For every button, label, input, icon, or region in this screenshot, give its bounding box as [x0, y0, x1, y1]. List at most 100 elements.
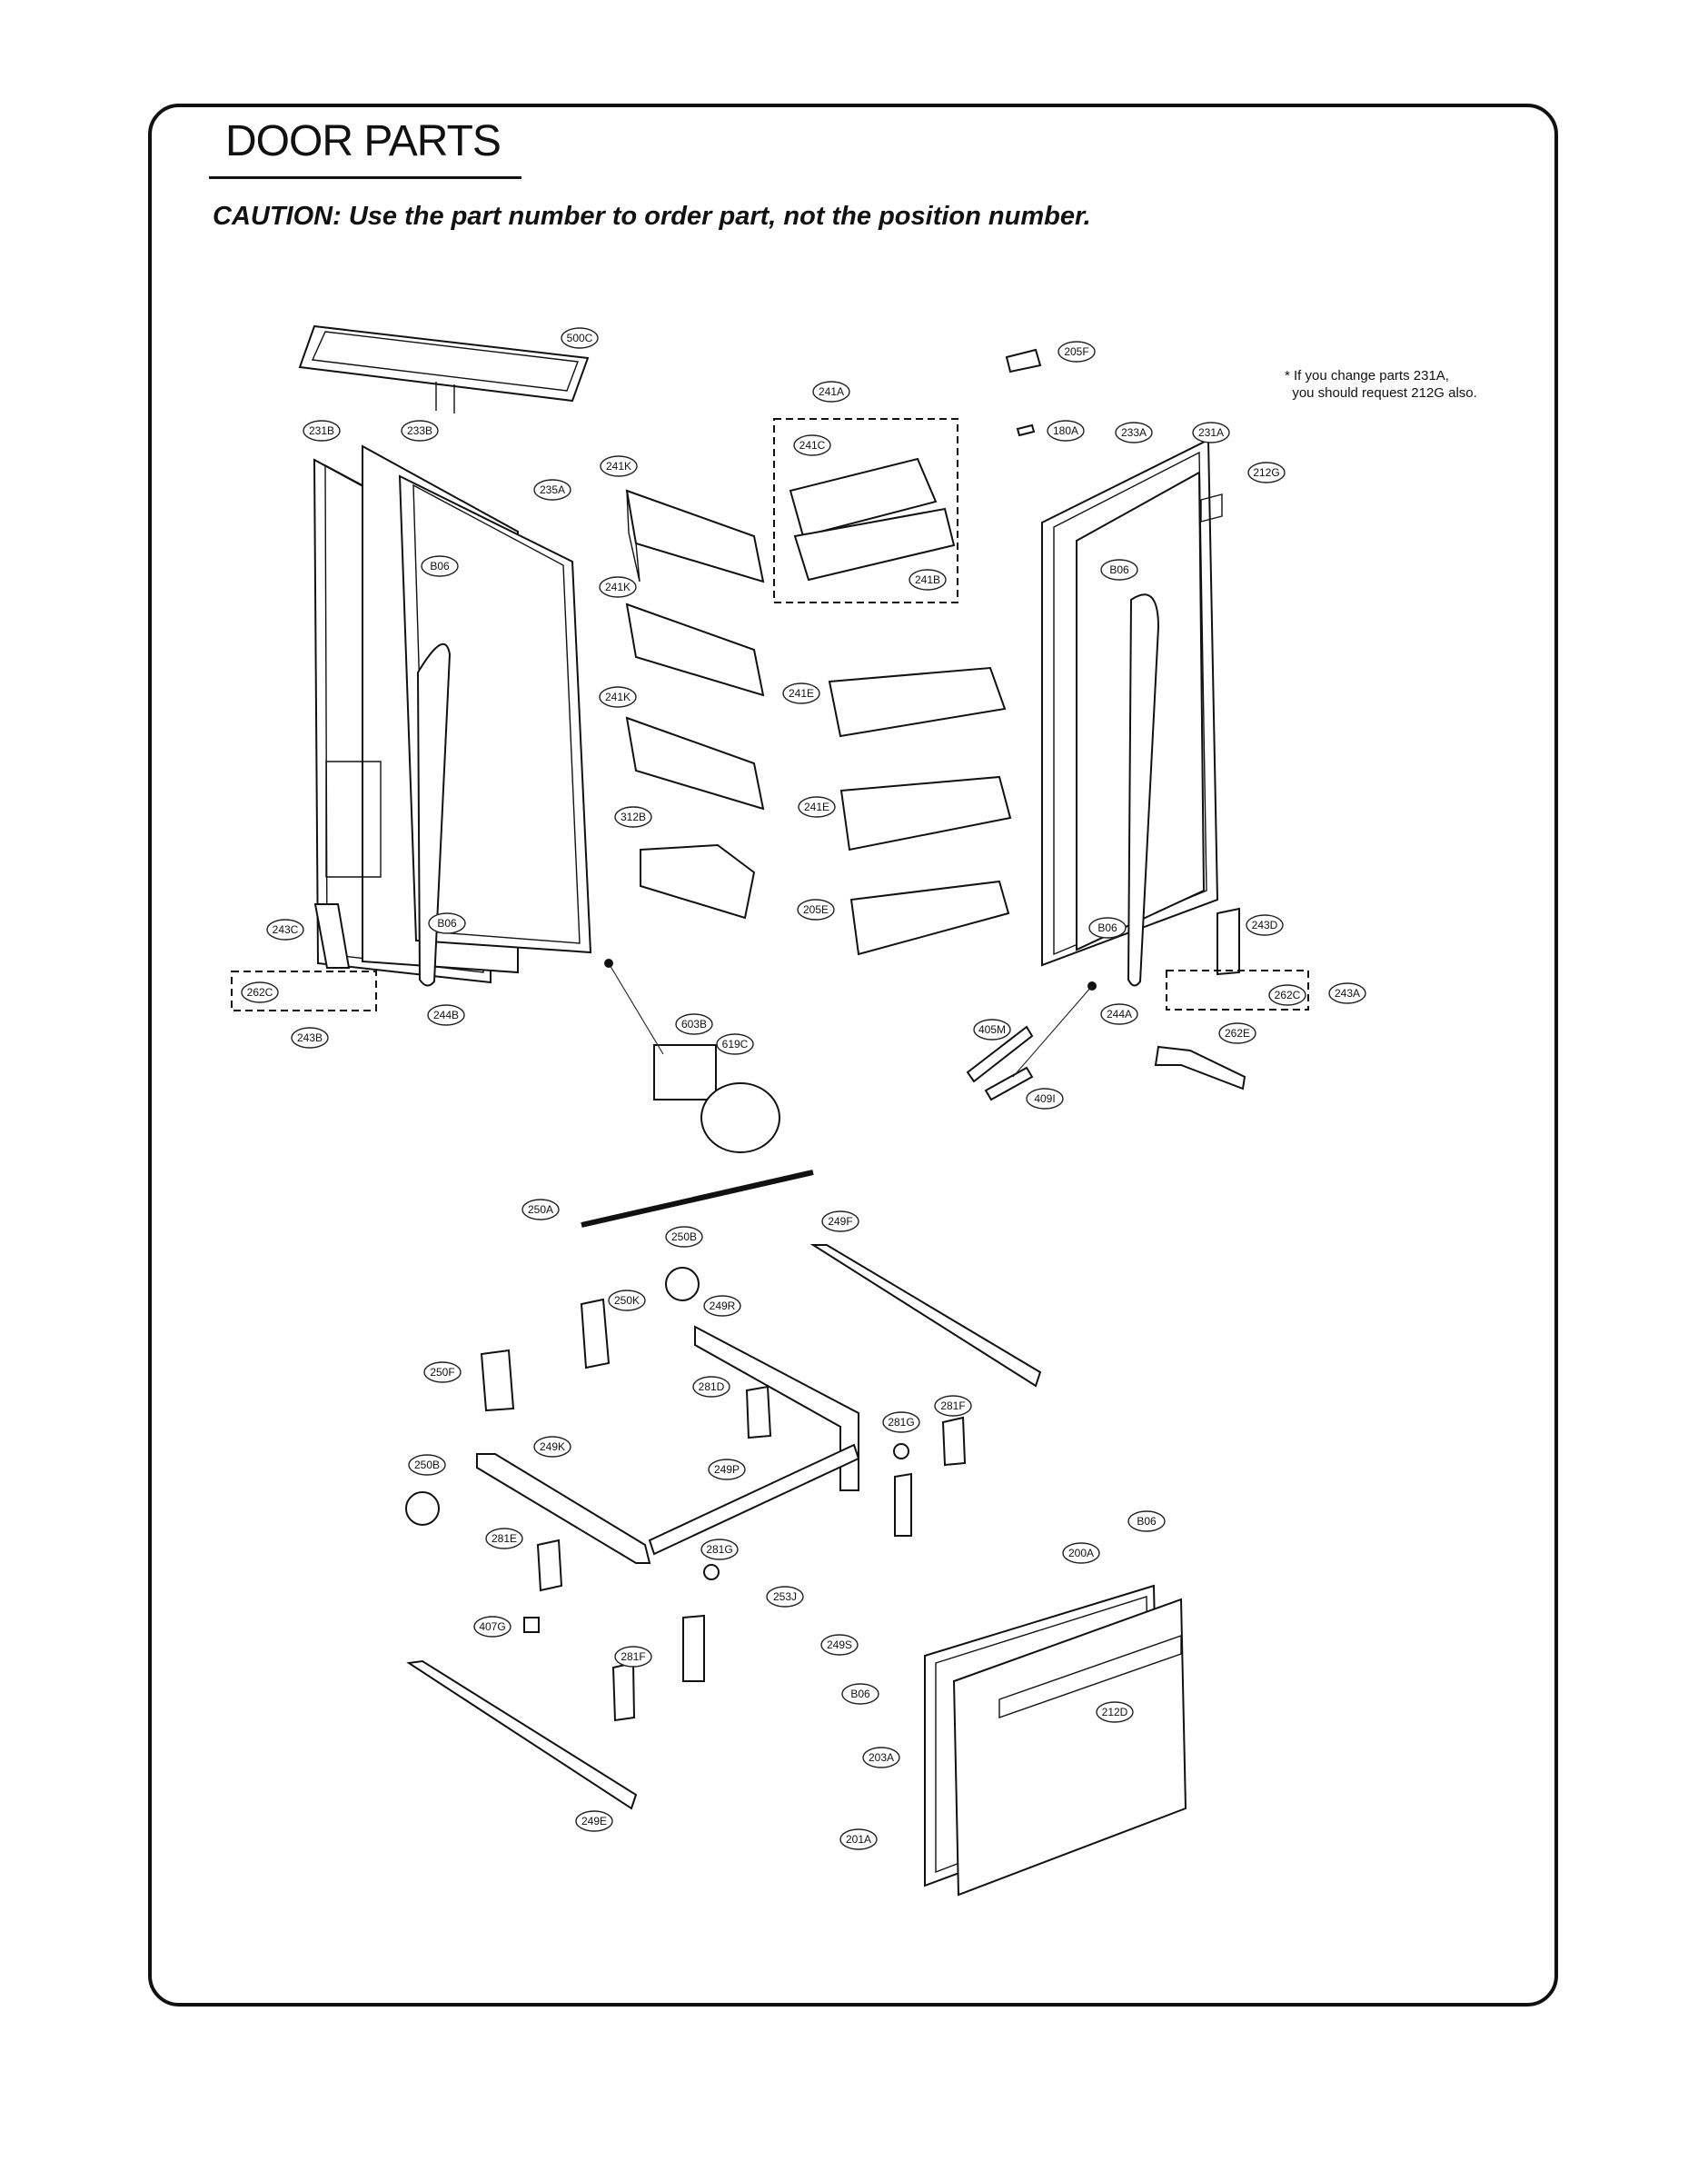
callout-250f: 250F [423, 1361, 462, 1383]
callout-bubble [421, 555, 459, 577]
callout-243b: 243B [291, 1027, 329, 1049]
part-243d [1216, 907, 1240, 976]
callout-262e: 262E [1218, 1022, 1256, 1044]
callout-text: 203A [869, 1751, 894, 1764]
part-frame-249r [694, 1325, 859, 1491]
callout-bubble [973, 1019, 1011, 1041]
callout-bubble [408, 1454, 446, 1476]
callout-text: 205E [803, 903, 829, 916]
callout-619c: 619C [716, 1033, 754, 1055]
callout-bubble [820, 1634, 859, 1656]
callout-text: 205F [1064, 345, 1088, 358]
callout-244b: 244B [427, 1004, 465, 1026]
callout-text: 243C [273, 923, 299, 936]
callout-bubble [473, 1616, 511, 1638]
callout-233b: 233B [401, 420, 439, 442]
callout-250k: 250K [608, 1290, 646, 1311]
callout-bubble [1096, 1701, 1134, 1723]
callout-bubble [575, 1810, 613, 1832]
part-rod-250a [581, 1170, 814, 1228]
callout-bubble [793, 434, 831, 456]
callout-text: 281F [621, 1650, 645, 1663]
callout-bubble [303, 420, 341, 442]
part-rail-249e [406, 1659, 638, 1810]
callout-text: 244A [1107, 1008, 1132, 1021]
part-281f-left [611, 1661, 636, 1722]
callout-bubble [708, 1459, 746, 1480]
part-rail-249k [476, 1453, 651, 1564]
callout-bubble [533, 479, 571, 501]
callout-text: B06 [430, 560, 450, 573]
part-left-door [313, 444, 592, 987]
callout-243c: 243C [266, 919, 304, 941]
part-262c-right-box [1166, 970, 1309, 1011]
callout-bubble [766, 1586, 804, 1608]
callout-249k: 249K [533, 1436, 571, 1458]
callout-281f: 281F [614, 1646, 652, 1668]
callout-text: 603B [681, 1018, 707, 1031]
part-409i [984, 1066, 1034, 1101]
callout-text: 241K [606, 460, 631, 473]
callout-241k: 241K [599, 686, 637, 708]
callout-b06: B06 [421, 555, 459, 577]
callout-bubble [485, 1528, 523, 1549]
callout-text: 262C [1275, 989, 1301, 1001]
callout-bubble [821, 1210, 859, 1232]
part-250f [480, 1349, 515, 1412]
callout-text: 405M [978, 1023, 1006, 1036]
callout-text: 249E [581, 1815, 607, 1827]
callout-text: 281D [699, 1380, 725, 1393]
callout-bubble [909, 569, 947, 591]
callout-bubble [241, 981, 279, 1003]
callout-241c: 241C [793, 434, 831, 456]
callout-text: 250K [614, 1294, 640, 1307]
part-gear-250b-left [405, 1491, 440, 1526]
callout-500c: 500C [561, 327, 599, 349]
part-205f [1005, 348, 1042, 373]
callout-203a: 203A [862, 1747, 900, 1768]
callout-bubble [1218, 1022, 1256, 1044]
callout-bubble [266, 919, 304, 941]
callout-205e: 205E [797, 899, 835, 921]
callout-281f: 281F [934, 1395, 972, 1417]
callout-231b: 231B [303, 420, 341, 442]
callout-text: 250B [671, 1230, 697, 1243]
part-262e [1154, 1045, 1246, 1090]
callout-212d: 212D [1096, 1701, 1134, 1723]
callout-281g: 281G [882, 1411, 920, 1433]
callout-249r: 249R [703, 1295, 741, 1317]
callout-bubble [1062, 1542, 1100, 1564]
callout-241k: 241K [599, 576, 637, 598]
callout-205f: 205F [1058, 341, 1096, 363]
callout-bubble [665, 1226, 703, 1248]
callout-241e: 241E [782, 682, 820, 704]
callout-text: 241C [799, 439, 826, 452]
callout-text: B06 [850, 1688, 870, 1700]
callout-text: 249K [540, 1440, 565, 1453]
callout-bubble [862, 1747, 900, 1768]
callout-262c: 262C [1268, 984, 1306, 1006]
callout-text: 244B [433, 1009, 459, 1021]
callout-241e: 241E [798, 796, 836, 818]
callout-bubble [1127, 1510, 1166, 1532]
callout-text: 231A [1198, 426, 1224, 439]
callout-bubble [561, 327, 599, 349]
callout-253j: 253J [766, 1586, 804, 1608]
callout-text: 409I [1034, 1092, 1055, 1105]
callout-bubble [599, 686, 637, 708]
callout-bubble [782, 682, 820, 704]
callout-409i: 409I [1026, 1088, 1064, 1110]
callout-244a: 244A [1100, 1003, 1138, 1025]
part-249s-a [682, 1614, 705, 1682]
callout-201a: 201A [839, 1828, 878, 1850]
callout-bubble [675, 1013, 713, 1035]
callout-text: 243B [297, 1031, 323, 1044]
callout-text: 312B [621, 811, 646, 823]
callout-text: 243D [1252, 919, 1278, 931]
callout-text: B06 [437, 917, 457, 930]
callout-250b: 250B [665, 1226, 703, 1248]
callout-180a: 180A [1047, 420, 1085, 442]
part-door-bins [625, 489, 765, 811]
